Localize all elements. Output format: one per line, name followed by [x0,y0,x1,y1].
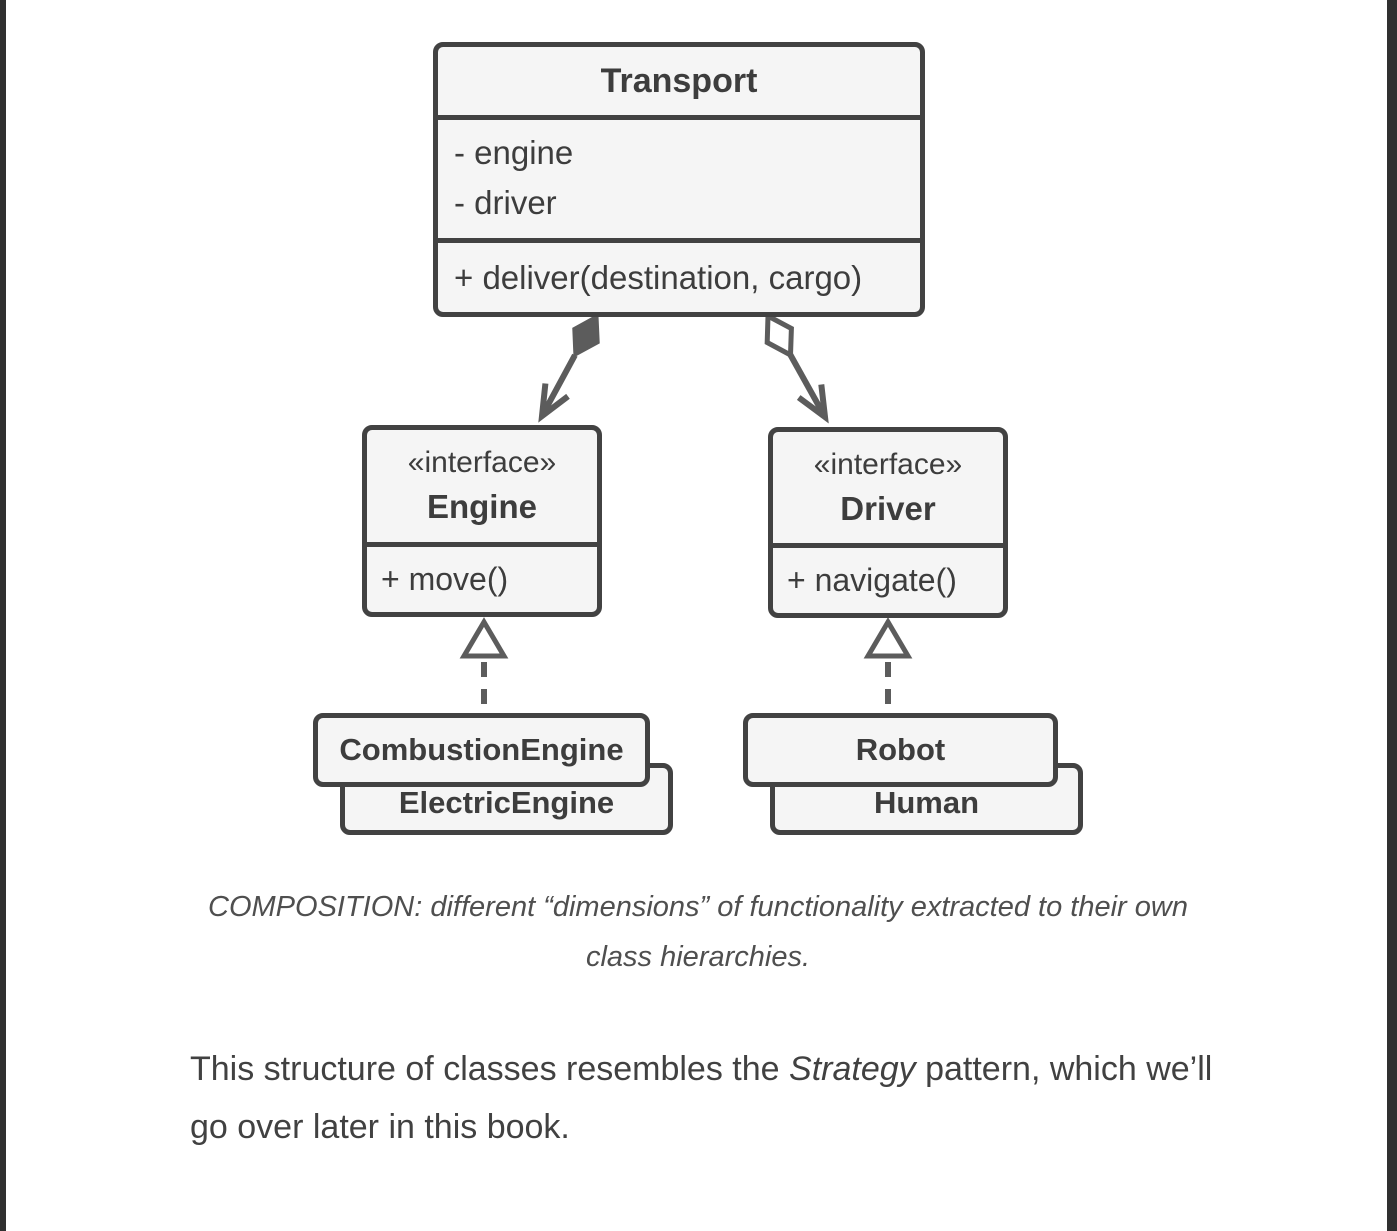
body-text-before: This structure of classes resembles the [190,1050,790,1088]
body-text-after: pattern, which we’ll go over later in th… [190,1050,1213,1146]
interface-title: Engine [426,488,537,525]
class-methods: + deliver(destination, cargo) [438,238,920,312]
left-edge-bar [0,0,6,1231]
interface-box-driver: «interface» Driver + navigate() [768,427,1008,618]
realization-arrow-robot-driver [863,617,913,712]
class-box-transport: Transport - engine - driver + deliver(de… [433,42,925,317]
interface-box-engine: «interface» Engine + move() [362,425,602,617]
realization-triangle-icon [863,617,913,659]
realization-triangle-icon [459,617,509,659]
open-arrowhead-icon [538,383,570,423]
figure-caption: COMPOSITION: different “dimensions” of f… [208,891,1188,973]
aggregation-diamond-icon [764,311,794,360]
stereotype-label: «interface» [813,447,963,481]
open-arrowhead-icon [796,384,829,424]
interface-methods: + navigate() [773,543,1003,613]
composition-diamond-icon [572,313,600,358]
interface-header: «interface» Engine [367,430,597,542]
interface-title: Driver [840,489,936,527]
method-deliver: + deliver(destination, cargo) [454,258,863,296]
class-title: Transport [600,61,758,100]
method-navigate: + navigate() [787,562,957,598]
realization-arrow-combustionengine-engine [459,617,509,712]
body-paragraph: This structure of classes resembles the … [190,1040,1230,1156]
stereotype-label: «interface» [407,446,557,479]
composition-arrow-transport-engine [538,313,600,423]
aggregation-arrow-transport-driver [764,311,829,424]
field-driver: - driver [454,184,557,221]
body-text-emphasis: Strategy [789,1050,916,1088]
method-move: + move() [381,561,509,597]
class-fields: - engine - driver [438,115,920,238]
uml-class-diagram: Transport - engine - driver + deliver(de… [313,42,1083,835]
right-edge-bar [1387,0,1397,1231]
interface-methods: + move() [367,542,597,612]
interface-header: «interface» Driver [773,432,1003,543]
class-box-combustionengine: CombustionEngine [313,713,650,787]
field-engine: - engine [454,134,574,171]
class-box-robot: Robot [743,713,1058,787]
